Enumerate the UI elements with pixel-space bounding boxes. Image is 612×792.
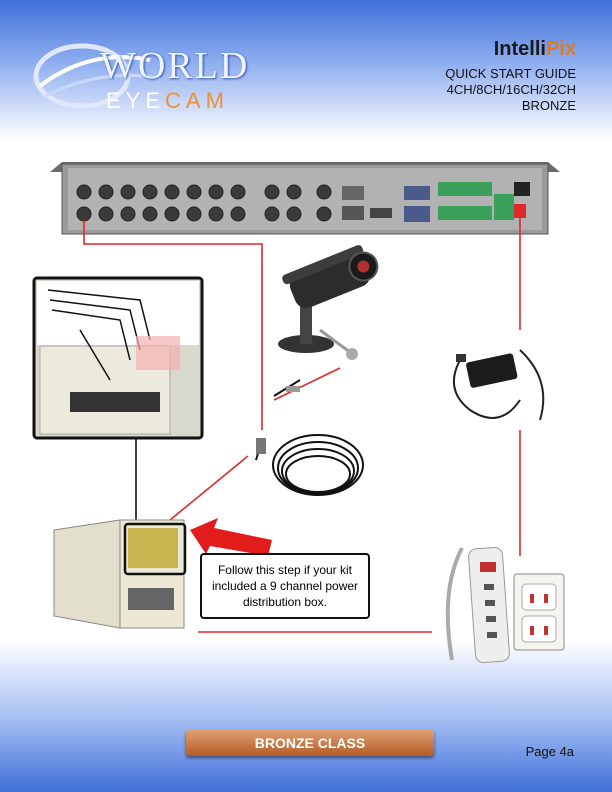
- header-gradient: [0, 0, 612, 140]
- guide-title-line-1: QUICK START GUIDE: [445, 66, 576, 81]
- dvr-back-panel-icon: [50, 162, 560, 235]
- bnc-cable-icon: [255, 379, 364, 496]
- wall-outlet-icon: [513, 573, 565, 651]
- guide-title: QUICK START GUIDE 4CH/8CH/16CH/32CH BRON…: [445, 66, 576, 114]
- brand-pix: Pix: [545, 38, 576, 60]
- footer-gradient: [0, 640, 612, 792]
- intellipix-brand: IntelliPix: [494, 38, 576, 61]
- red-arrow-icon: [190, 518, 272, 556]
- logo-eyecam-text: EYECAM: [106, 88, 229, 114]
- brand-intelli: Intelli: [493, 38, 546, 60]
- logo-eye-text: EYE: [106, 88, 166, 113]
- video-cable-lines: [83, 216, 521, 633]
- bnc-connector-lower-icon: [256, 438, 266, 454]
- power-strip-icon: [445, 546, 510, 664]
- guide-title-line-2: 4CH/8CH/16CH/32CH: [446, 82, 576, 97]
- logo-world-text: WORLD: [100, 45, 250, 87]
- world-eyecam-logo: WORLD EYECAM: [30, 38, 270, 118]
- logo-cam-text: CAM: [165, 88, 229, 113]
- bronze-class-badge: BRONZE CLASS: [186, 730, 434, 756]
- power-adapter-icon: [452, 349, 545, 421]
- page-number: Page 4a: [525, 744, 574, 759]
- bnc-connector-icon: [286, 386, 300, 392]
- security-camera-icon: [278, 245, 379, 360]
- guide-title-line-3: BRONZE: [521, 98, 576, 113]
- zoom-highlight-box: [123, 522, 187, 576]
- distribution-box-note: Follow this step if your kit included a …: [200, 553, 370, 619]
- globe-swoosh-icon: [33, 43, 161, 109]
- distribution-box-zoom-icon: [32, 276, 204, 440]
